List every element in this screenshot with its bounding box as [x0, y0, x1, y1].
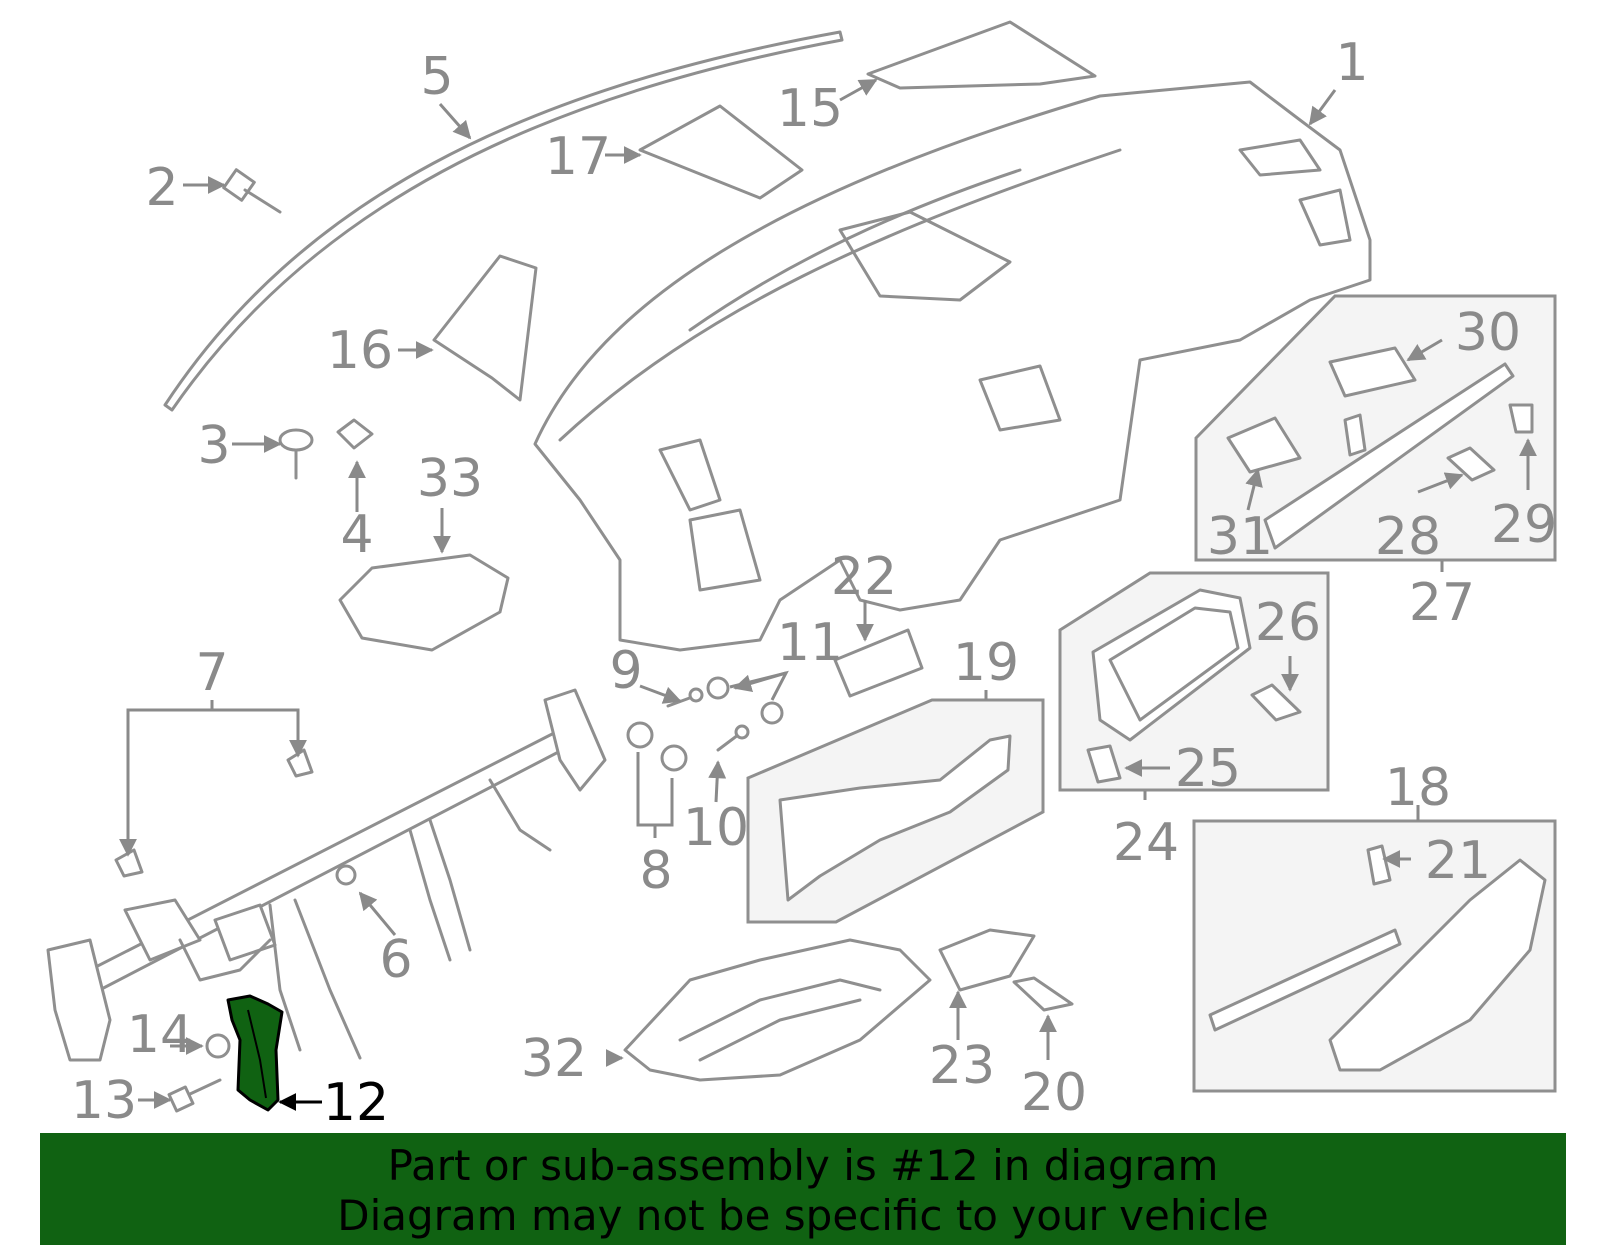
leader-5	[438, 103, 472, 140]
part-14-nut	[205, 1033, 231, 1059]
part-18-tray	[1328, 858, 1547, 1072]
part-8-clip-a	[626, 721, 654, 749]
part-7-clip-a	[286, 748, 314, 778]
part-25-bracket	[1086, 744, 1122, 784]
part-30-vent	[1328, 346, 1417, 398]
part-6-clip	[335, 864, 357, 886]
callout-17: 17	[545, 127, 611, 187]
part-16-trim	[432, 254, 538, 402]
callout-16: 16	[327, 321, 393, 381]
callout-18: 18	[1385, 758, 1451, 818]
part-26-bracket	[1250, 683, 1302, 722]
bracket-7	[126, 708, 300, 843]
part-9-screw	[666, 687, 704, 708]
callout-14: 14	[127, 1005, 193, 1065]
part-17-panel	[638, 104, 804, 200]
part-11-grommet-b	[760, 701, 784, 725]
callout-9: 9	[609, 641, 642, 701]
leader-11	[733, 671, 787, 693]
leader-31	[1245, 468, 1263, 511]
leader-1	[1308, 89, 1337, 126]
callout-13: 13	[71, 1071, 137, 1131]
part-2-bolt	[222, 168, 282, 214]
leader-28	[1417, 472, 1464, 494]
part-8-clip-b	[660, 744, 688, 772]
callout-10: 10	[683, 798, 749, 858]
callout-2: 2	[145, 158, 178, 218]
part-31-vent	[1226, 416, 1302, 474]
notice-line-1: Part or sub-assembly is #12 in diagram	[387, 1141, 1219, 1190]
part-10-screw	[716, 724, 750, 752]
part-22-switch	[833, 628, 924, 698]
callout-30: 30	[1455, 303, 1521, 363]
part-7-crossbeam	[46, 688, 607, 1062]
callout-25: 25	[1175, 739, 1241, 799]
leader-9	[639, 684, 682, 704]
part-29-bracket	[1508, 403, 1534, 434]
callout-26: 26	[1255, 593, 1321, 653]
callout-11: 11	[777, 613, 843, 673]
part-33-airbag	[338, 553, 510, 652]
part-32-cover	[623, 938, 932, 1082]
callout-22: 22	[831, 547, 897, 607]
notice-line-2: Diagram may not be specific to your vehi…	[337, 1191, 1269, 1240]
part-3-screw	[278, 428, 314, 480]
part-28-clip	[1446, 446, 1496, 482]
callout-3: 3	[197, 416, 230, 476]
leader-10	[708, 760, 727, 803]
part-1-instrument-panel	[533, 80, 1372, 652]
part-13-bolt	[167, 1078, 222, 1113]
leader-30	[1406, 338, 1443, 362]
part-21-latch	[1366, 844, 1392, 886]
part-19-trim	[778, 734, 1012, 902]
part-18-glovebox	[1208, 928, 1402, 1032]
part-clip-small	[1343, 413, 1367, 457]
part-5-trim	[163, 30, 844, 412]
callout-12: 12	[323, 1073, 389, 1133]
callout-1: 1	[1335, 33, 1368, 93]
callout-29: 29	[1491, 495, 1557, 555]
part-4-clip	[336, 418, 374, 450]
callout-31: 31	[1207, 507, 1273, 567]
callout-5: 5	[420, 47, 453, 107]
callout-7: 7	[195, 643, 228, 703]
part-23-handle	[938, 928, 1036, 992]
callout-6: 6	[379, 930, 412, 990]
callout-19: 19	[953, 633, 1019, 693]
part-27-strip	[1263, 362, 1515, 550]
part-15-cover	[866, 20, 1097, 90]
callout-33: 33	[417, 449, 483, 509]
leader-6	[358, 891, 397, 936]
callout-32: 32	[521, 1029, 587, 1089]
callout-24: 24	[1113, 813, 1179, 873]
notice-banner: Part or sub-assembly is #12 in diagram D…	[40, 1133, 1566, 1245]
callout-20: 20	[1021, 1063, 1087, 1123]
callout-15: 15	[777, 79, 843, 139]
part-12-bracket	[226, 994, 284, 1112]
callout-8: 8	[639, 841, 672, 901]
leader-15	[839, 78, 878, 102]
callout-27: 27	[1409, 573, 1475, 633]
callout-23: 23	[929, 1036, 995, 1096]
callout-4: 4	[340, 505, 373, 565]
callout-28: 28	[1375, 507, 1441, 567]
box-27	[1194, 294, 1557, 562]
callout-21: 21	[1425, 831, 1491, 891]
part-20-clip	[1012, 976, 1074, 1012]
part-11-grommet-a	[706, 676, 730, 700]
